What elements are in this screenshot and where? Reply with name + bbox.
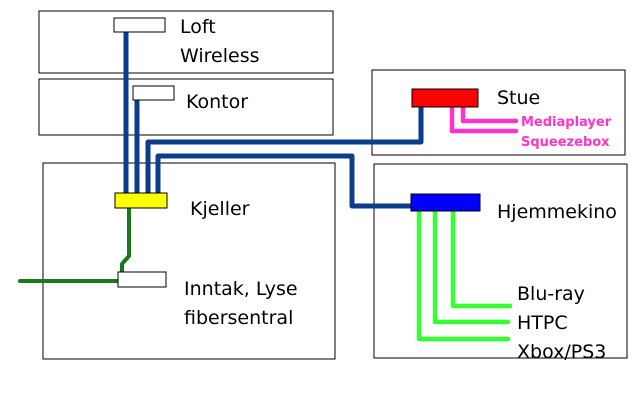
cable-stue <box>145 105 424 197</box>
label-kjeller: Kjeller <box>190 198 250 220</box>
cable-hjemmekino <box>155 153 415 209</box>
switch-kjeller <box>114 192 168 209</box>
device-kontor <box>132 85 175 101</box>
cable-mediaplayer <box>460 104 519 124</box>
label-hjemmekino: Hjemmekino <box>497 201 617 223</box>
label-fibersentral: fibersentral <box>184 307 293 329</box>
device-loft-wireless <box>113 17 166 33</box>
room-kjeller <box>42 162 336 360</box>
label-htpc: HTPC <box>517 312 568 334</box>
pink-cables <box>449 104 519 134</box>
label-mediaplayer: Mediaplayer <box>521 115 612 130</box>
label-xbox: Xbox/PS3 <box>517 341 606 363</box>
label-inntak: Inntak, Lyse <box>184 278 298 300</box>
label-wireless: Wireless <box>180 45 260 67</box>
device-inntak <box>117 271 167 288</box>
label-squeezebox: Squeezebox <box>521 135 610 150</box>
room-loft <box>38 10 334 74</box>
cable-bluray <box>450 208 513 309</box>
label-bluray: Blu-ray <box>517 283 585 305</box>
room-kontor <box>38 78 334 136</box>
switch-hjemmekino <box>410 193 481 212</box>
cable-xbox <box>416 208 511 342</box>
light-green-cables <box>416 208 513 342</box>
cable-htpc <box>432 208 511 325</box>
room-hjemmekino <box>373 163 628 359</box>
switch-stue <box>411 88 479 108</box>
label-kontor: Kontor <box>186 91 248 113</box>
label-loft: Loft <box>180 16 216 38</box>
label-stue: Stue <box>497 87 540 109</box>
cable-squeezebox <box>449 104 519 134</box>
blue-cables <box>123 25 424 209</box>
